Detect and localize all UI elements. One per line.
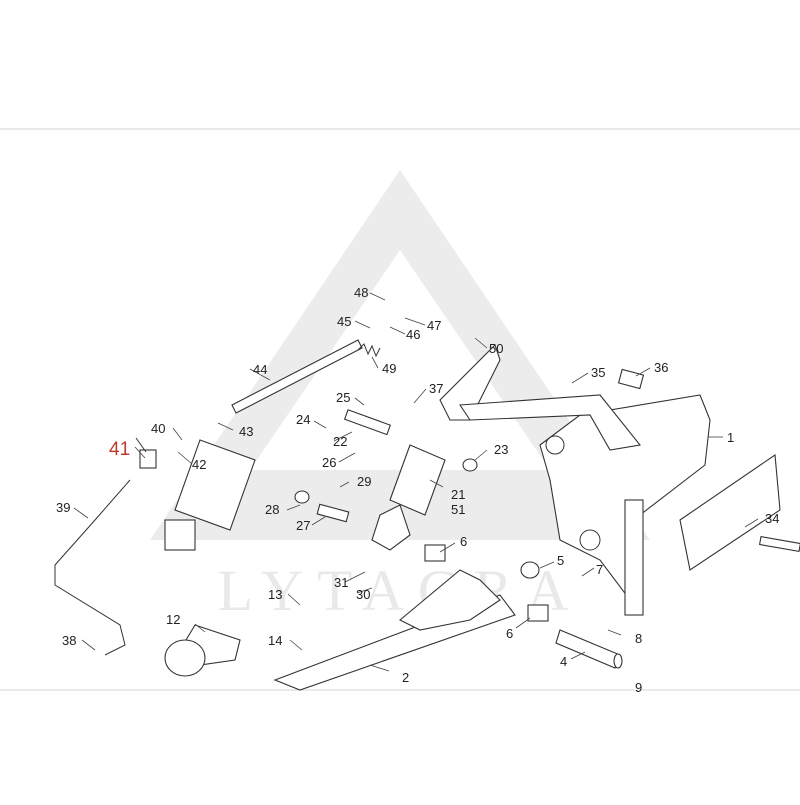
rod-part	[231, 339, 363, 414]
callout-7: 7	[596, 562, 603, 577]
callout-26: 26	[322, 455, 336, 470]
callout-50: 50	[489, 341, 503, 356]
pin-22-part	[343, 409, 392, 436]
callout-47: 47	[427, 318, 441, 333]
callout-8: 8	[635, 631, 642, 646]
bush-36	[617, 368, 645, 390]
callout-14: 14	[268, 633, 282, 648]
bolt-34	[758, 535, 800, 553]
washer-23	[462, 458, 478, 472]
callout-5: 5	[557, 553, 564, 568]
lower-arm-part	[273, 569, 516, 691]
cylinder-right-part	[371, 444, 446, 551]
callout-27: 27	[296, 518, 310, 533]
cover-part	[164, 624, 241, 677]
callout-29: 29	[357, 474, 371, 489]
spring-part	[357, 343, 381, 358]
washer-5	[520, 561, 540, 579]
main-frame-part	[539, 394, 781, 616]
callout-34: 34	[765, 511, 779, 526]
callout-42: 42	[192, 457, 206, 472]
callout-35: 35	[591, 365, 605, 380]
pin-27-part	[316, 503, 350, 523]
callout-39: 39	[56, 500, 70, 515]
callout-48: 48	[354, 285, 368, 300]
callout-31: 31	[334, 575, 348, 590]
callout-40: 40	[151, 421, 165, 436]
callout-43: 43	[239, 424, 253, 439]
callout-28: 28	[265, 502, 279, 517]
cylinder-left-part	[164, 439, 256, 551]
callout-6-upper: 6	[460, 534, 467, 549]
callout-44: 44	[253, 362, 267, 377]
callout-23: 23	[494, 442, 508, 457]
callout-22: 22	[333, 434, 347, 449]
callout-12: 12	[166, 612, 180, 627]
callout-37: 37	[429, 381, 443, 396]
callout-36: 36	[654, 360, 668, 375]
callout-46: 46	[406, 327, 420, 342]
callout-4: 4	[560, 654, 567, 669]
plate-part	[439, 343, 642, 451]
valve-part	[135, 437, 157, 469]
bush-6-lower	[527, 604, 549, 622]
callout-25: 25	[336, 390, 350, 405]
callout-41-highlight: 41	[109, 439, 130, 460]
callout-6-lower: 6	[506, 626, 513, 641]
callout-51: 51	[451, 502, 465, 517]
leader-lines	[73, 292, 759, 672]
bush-6-upper	[424, 544, 446, 562]
callout-30: 30	[356, 587, 370, 602]
callout-21: 21	[451, 487, 465, 502]
washer-28	[294, 490, 310, 504]
callout-13: 13	[268, 587, 282, 602]
callout-49: 49	[382, 361, 396, 376]
callout-24: 24	[296, 412, 310, 427]
callout-1: 1	[727, 430, 734, 445]
callout-38: 38	[62, 633, 76, 648]
callout-2: 2	[402, 670, 409, 685]
callout-45: 45	[337, 314, 351, 329]
callout-9: 9	[635, 680, 642, 695]
hose-part	[54, 479, 131, 656]
long-pin-part	[555, 629, 623, 669]
